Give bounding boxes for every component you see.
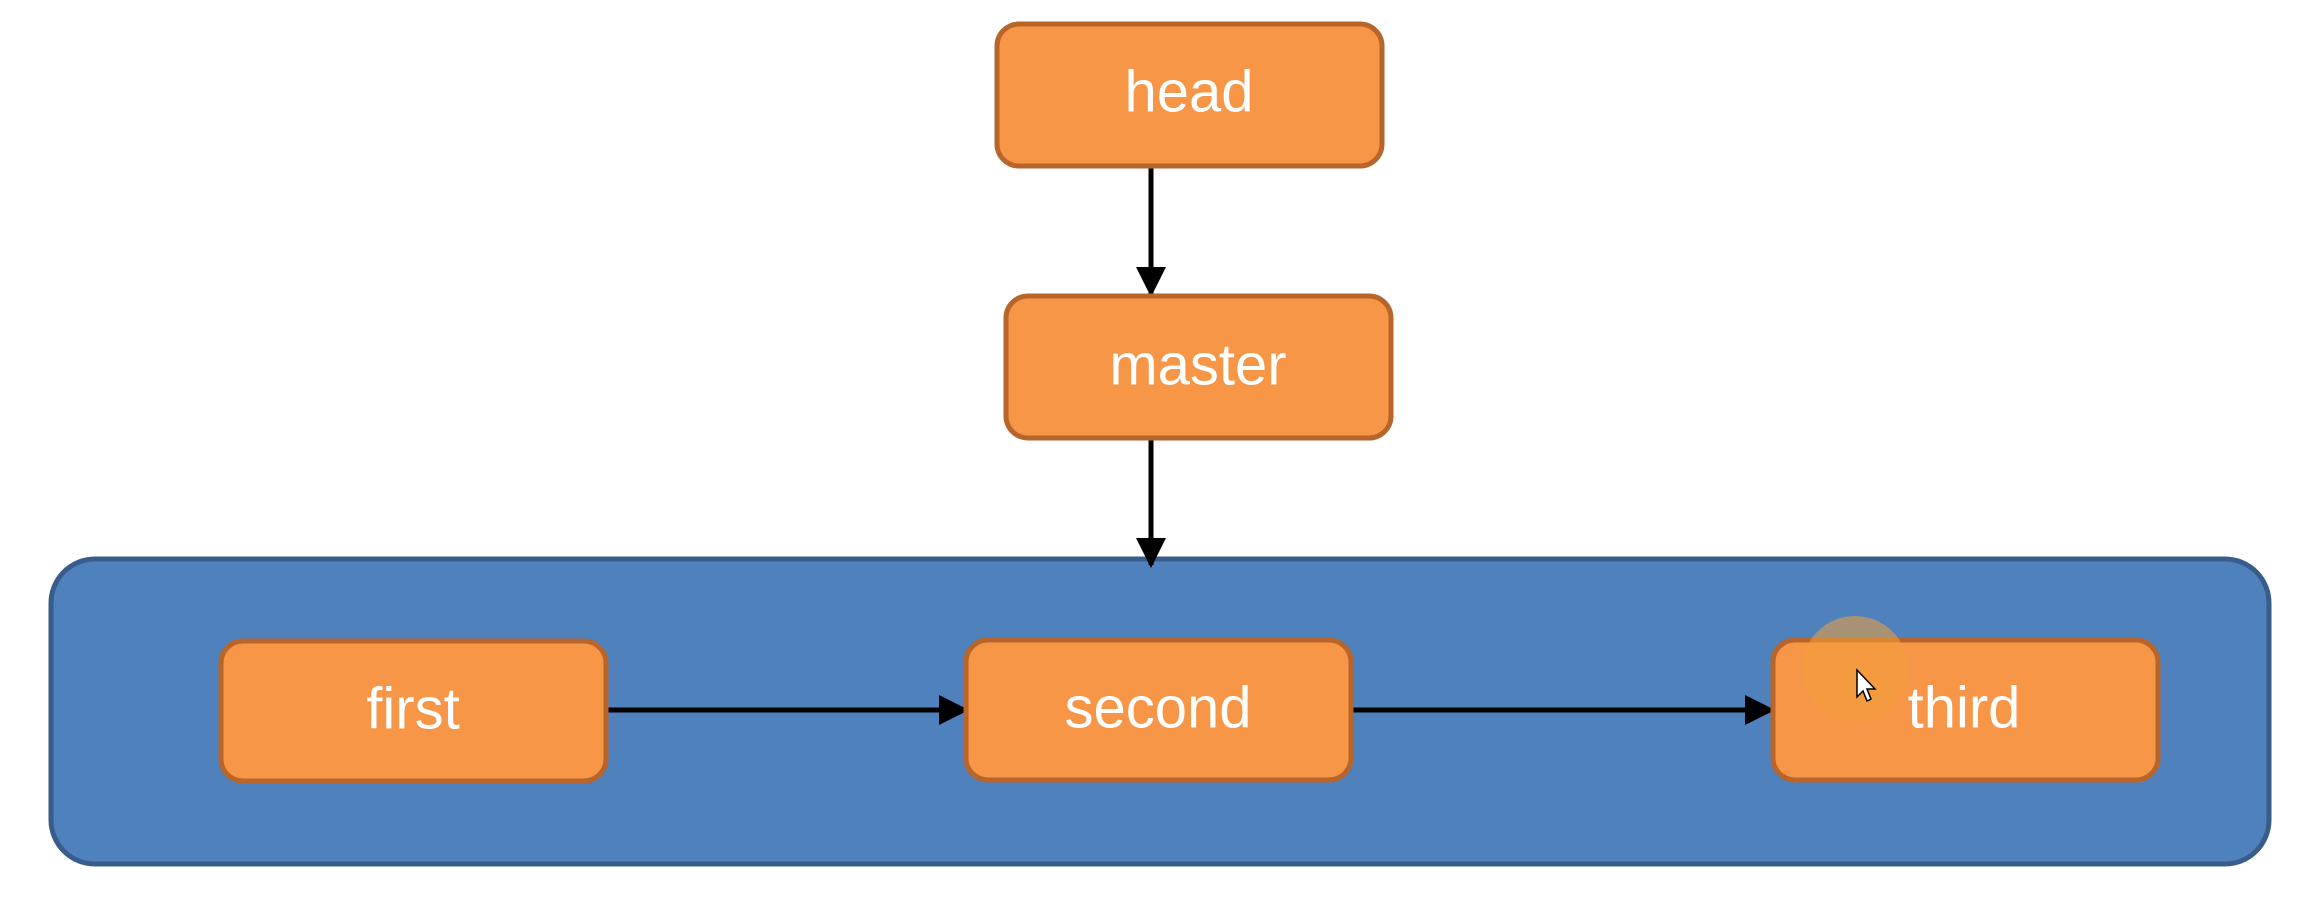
node-first-label: first — [366, 676, 459, 741]
node-third-label: third — [1908, 675, 2021, 740]
node-second-label: second — [1064, 675, 1251, 740]
node-second: second — [963, 637, 1354, 783]
node-head: head — [994, 21, 1385, 169]
click-highlight — [1802, 616, 1908, 722]
node-master: master — [1003, 293, 1394, 441]
node-master-label: master — [1109, 332, 1286, 397]
node-head-label: head — [1124, 59, 1253, 124]
mouse-pointer-icon — [1856, 668, 1877, 703]
node-first: first — [218, 638, 609, 784]
